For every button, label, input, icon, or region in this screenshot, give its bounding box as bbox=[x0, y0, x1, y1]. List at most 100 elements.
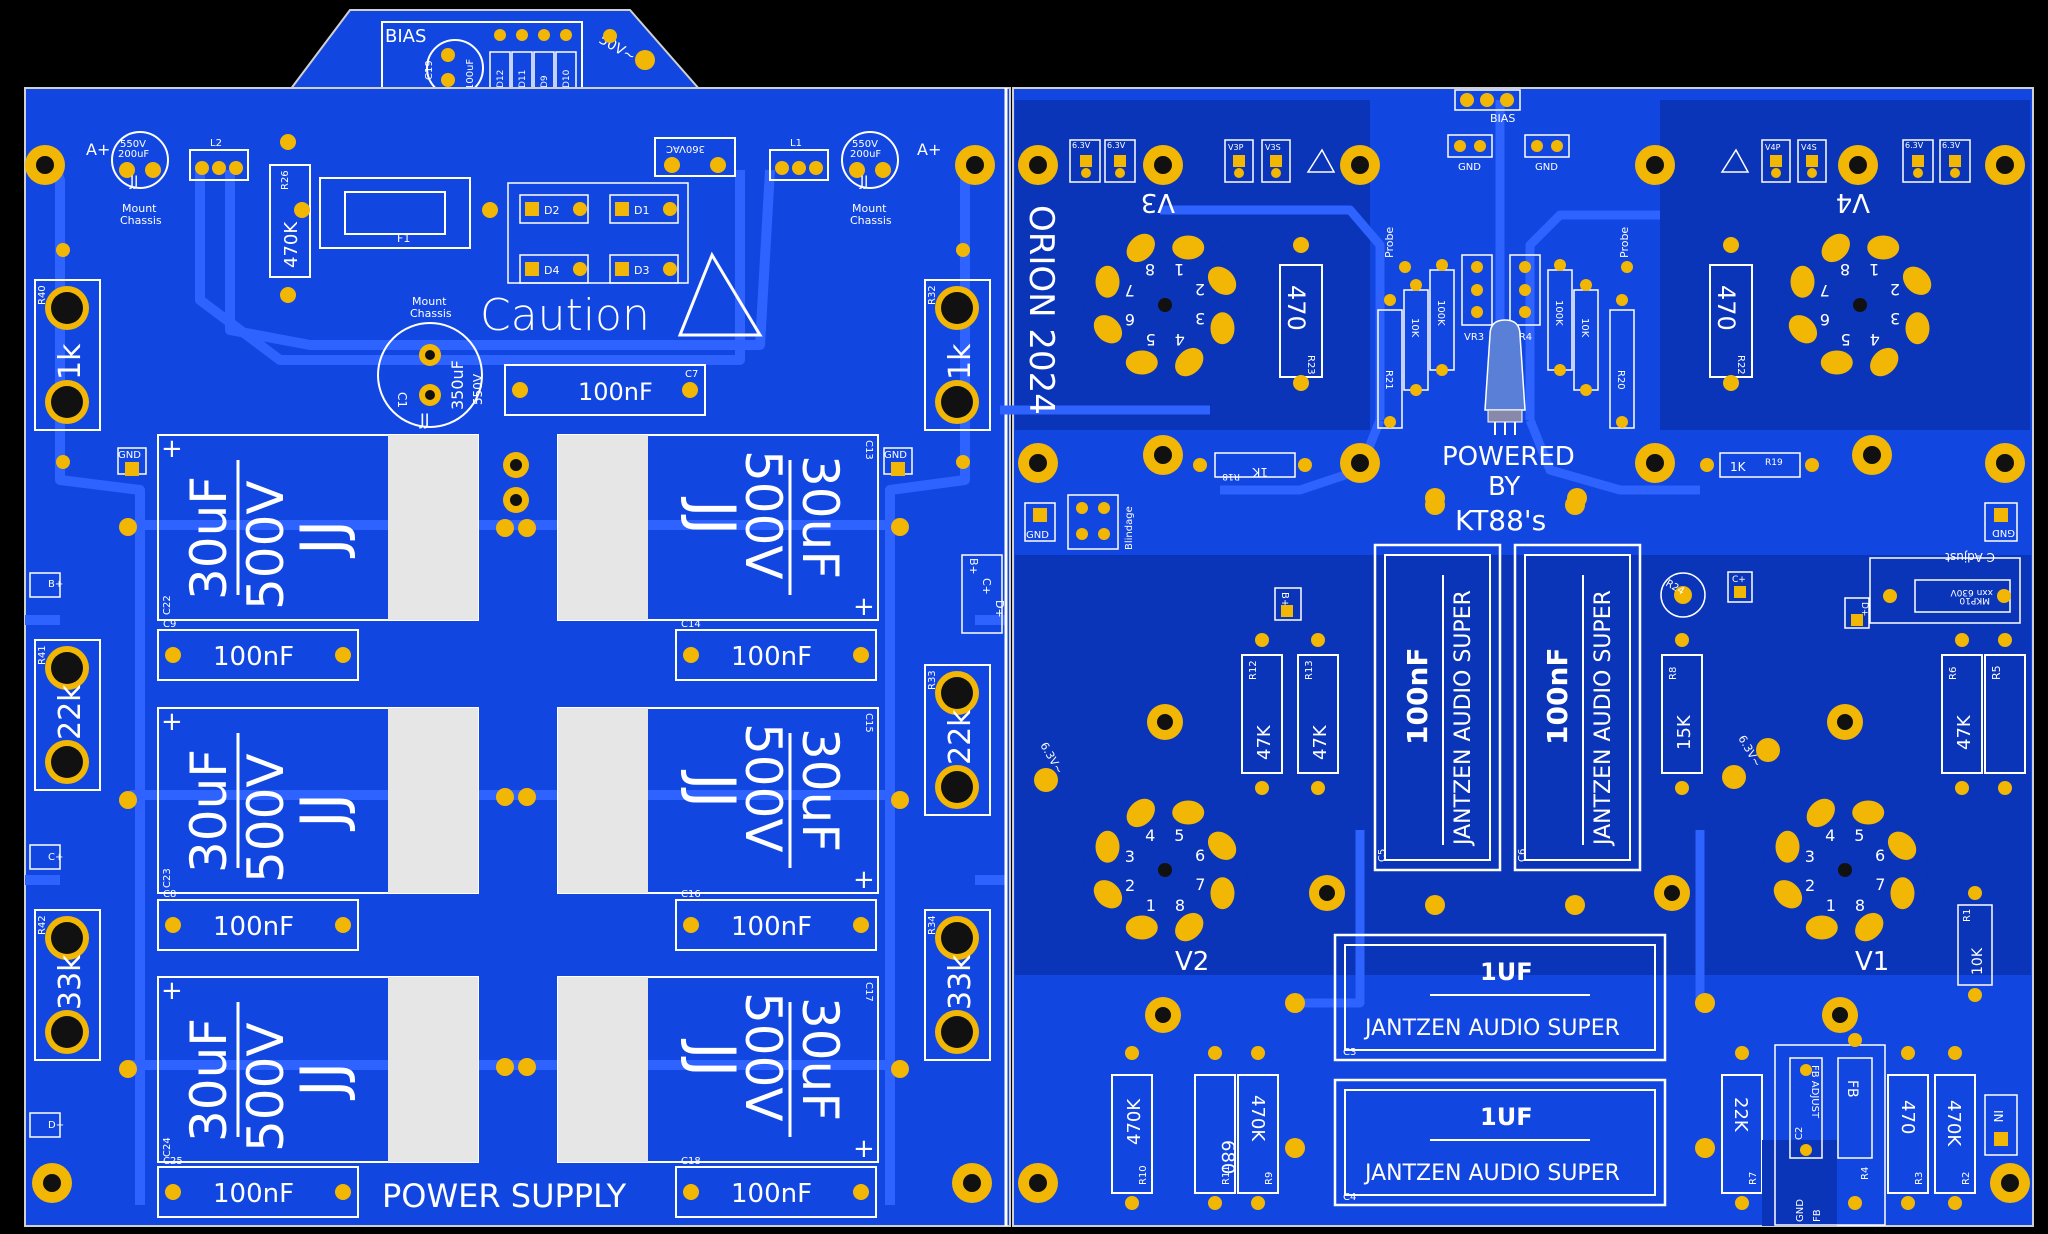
cap-value: 30uF bbox=[791, 728, 849, 852]
tube-pin-pad bbox=[1775, 830, 1800, 863]
tube-pin-pad bbox=[1207, 831, 1237, 860]
cap-brand: JJ bbox=[288, 1062, 358, 1101]
cap-plus: + bbox=[853, 1134, 875, 1164]
pad bbox=[165, 917, 181, 933]
svg-text:R21: R21 bbox=[1383, 370, 1394, 390]
svg-text:V4P: V4P bbox=[1765, 143, 1781, 152]
pad-hole bbox=[941, 771, 973, 803]
tube-pin-pad bbox=[1890, 877, 1915, 910]
tube-pin-number: 8 bbox=[1840, 260, 1850, 279]
svg-text:R23: R23 bbox=[1305, 355, 1316, 375]
tube-pin-number: 8 bbox=[1145, 260, 1155, 279]
film-cap-value: 100nF bbox=[213, 642, 294, 672]
film-cap-value: 100nF bbox=[731, 1179, 812, 1209]
pad bbox=[853, 1184, 869, 1200]
svg-text:IN: IN bbox=[1991, 1110, 2005, 1123]
psu-film-cap bbox=[157, 899, 359, 951]
bias-diode-label: D10 bbox=[562, 69, 572, 88]
jantzen-brand: JANTZEN AUDIO SUPER bbox=[1451, 590, 1476, 847]
tube-key-hole bbox=[1838, 863, 1852, 877]
cap-rating: 500V bbox=[734, 992, 792, 1122]
amp-mount-holes bbox=[1018, 435, 2030, 1203]
psu-mount-cap-center: Mount Chassis C1 350uF 550V JJ bbox=[377, 295, 485, 429]
jantzen-label: C5 bbox=[1377, 849, 1388, 862]
pad bbox=[1565, 495, 1585, 515]
amp-resistor-r12: R12 47K bbox=[1241, 633, 1283, 795]
tube-key-hole bbox=[1158, 298, 1172, 312]
svg-text:R19: R19 bbox=[1765, 458, 1783, 468]
jantzen-value: 100nF bbox=[1541, 647, 1574, 745]
svg-text:C7: C7 bbox=[685, 369, 698, 380]
svg-text:C+: C+ bbox=[1732, 575, 1746, 585]
svg-text:R22: R22 bbox=[1735, 355, 1746, 375]
tube-pin-pad bbox=[1175, 912, 1204, 942]
svg-text:D+: D+ bbox=[48, 1120, 64, 1131]
psu-film-cap bbox=[675, 899, 877, 951]
pad bbox=[119, 1060, 137, 1078]
tube-pin-pad bbox=[1095, 830, 1120, 863]
cap-rating: 500V bbox=[734, 723, 792, 853]
amp-trimmer-r24: R24 C+ bbox=[1660, 571, 1753, 618]
psu-resistor-r26: R26 470K bbox=[269, 134, 311, 303]
svg-text:GND: GND bbox=[1992, 527, 2015, 538]
bias-ac-pad bbox=[635, 50, 655, 70]
tube-label: V1 bbox=[1855, 947, 1889, 977]
tube-pin-pad bbox=[1805, 915, 1838, 940]
svg-text:FB: FB bbox=[1812, 1209, 1823, 1222]
pad bbox=[683, 647, 699, 663]
svg-text:R4: R4 bbox=[1860, 1167, 1871, 1180]
svg-text:Blindage: Blindage bbox=[1124, 506, 1135, 550]
diode bbox=[519, 254, 589, 284]
svg-text:R2: R2 bbox=[1961, 1172, 1972, 1185]
tube-pin-pad bbox=[1788, 315, 1818, 344]
film-cap-label: C14 bbox=[681, 619, 701, 630]
psu-resistor bbox=[34, 909, 101, 1061]
tube-pin-number: 2 bbox=[1805, 876, 1815, 895]
pad bbox=[165, 1184, 181, 1200]
jantzen-value: 1UF bbox=[1480, 1103, 1533, 1131]
svg-text:350uF: 350uF bbox=[448, 360, 467, 410]
svg-text:470K: 470K bbox=[281, 221, 302, 268]
psu-resistor-value: 22k bbox=[53, 684, 88, 740]
cap-value: 30uF bbox=[180, 1018, 238, 1142]
tube-pin-number: 7 bbox=[1875, 875, 1885, 894]
svg-text:GND: GND bbox=[1458, 162, 1481, 173]
svg-text:D+: D+ bbox=[1859, 602, 1869, 616]
film-cap-label: C18 bbox=[681, 1156, 701, 1167]
jantzen-brand: JANTZEN AUDIO SUPER bbox=[1591, 590, 1616, 847]
diode-label: D3 bbox=[634, 264, 649, 277]
bias-cap-value: 100uF bbox=[465, 59, 476, 90]
amp-resistor-r8: R8 15K bbox=[1661, 633, 1703, 795]
svg-text:JJ: JJ bbox=[419, 410, 429, 429]
pad bbox=[891, 518, 909, 536]
svg-text:R9: R9 bbox=[1264, 1172, 1275, 1185]
amp-resistor-r19: 1K R19 bbox=[1700, 452, 1819, 478]
diode bbox=[609, 194, 679, 224]
svg-text:R18: R18 bbox=[1222, 471, 1240, 481]
psu-a-plus-right: A+ bbox=[917, 140, 941, 159]
tube-pin-pad bbox=[1125, 350, 1158, 375]
svg-text:B+: B+ bbox=[967, 558, 980, 575]
pad bbox=[853, 647, 869, 663]
svg-text:Chassis: Chassis bbox=[410, 307, 452, 320]
cap-block bbox=[388, 977, 478, 1162]
tube-key-hole bbox=[1853, 298, 1867, 312]
tube-pin-number: 5 bbox=[1841, 330, 1851, 349]
diode-pad bbox=[615, 202, 629, 216]
film-cap-label: C8 bbox=[163, 889, 176, 900]
tube-pin-number: 7 bbox=[1195, 875, 1205, 894]
amp-gnd-headers: GND GND bbox=[1447, 134, 1570, 173]
svg-text:L1: L1 bbox=[790, 138, 802, 149]
diode bbox=[519, 194, 589, 224]
pad-hole bbox=[51, 922, 83, 954]
svg-text:10K: 10K bbox=[1409, 318, 1420, 338]
svg-text:R7: R7 bbox=[1748, 1172, 1759, 1185]
amp-powered-line1: POWERED bbox=[1442, 442, 1575, 472]
cap-value: 30uF bbox=[180, 476, 238, 600]
svg-text:100K: 100K bbox=[1435, 300, 1446, 326]
pad-hole bbox=[51, 746, 83, 778]
tube-pin-pad bbox=[1095, 265, 1120, 298]
film-cap-value: 100nF bbox=[213, 1179, 294, 1209]
